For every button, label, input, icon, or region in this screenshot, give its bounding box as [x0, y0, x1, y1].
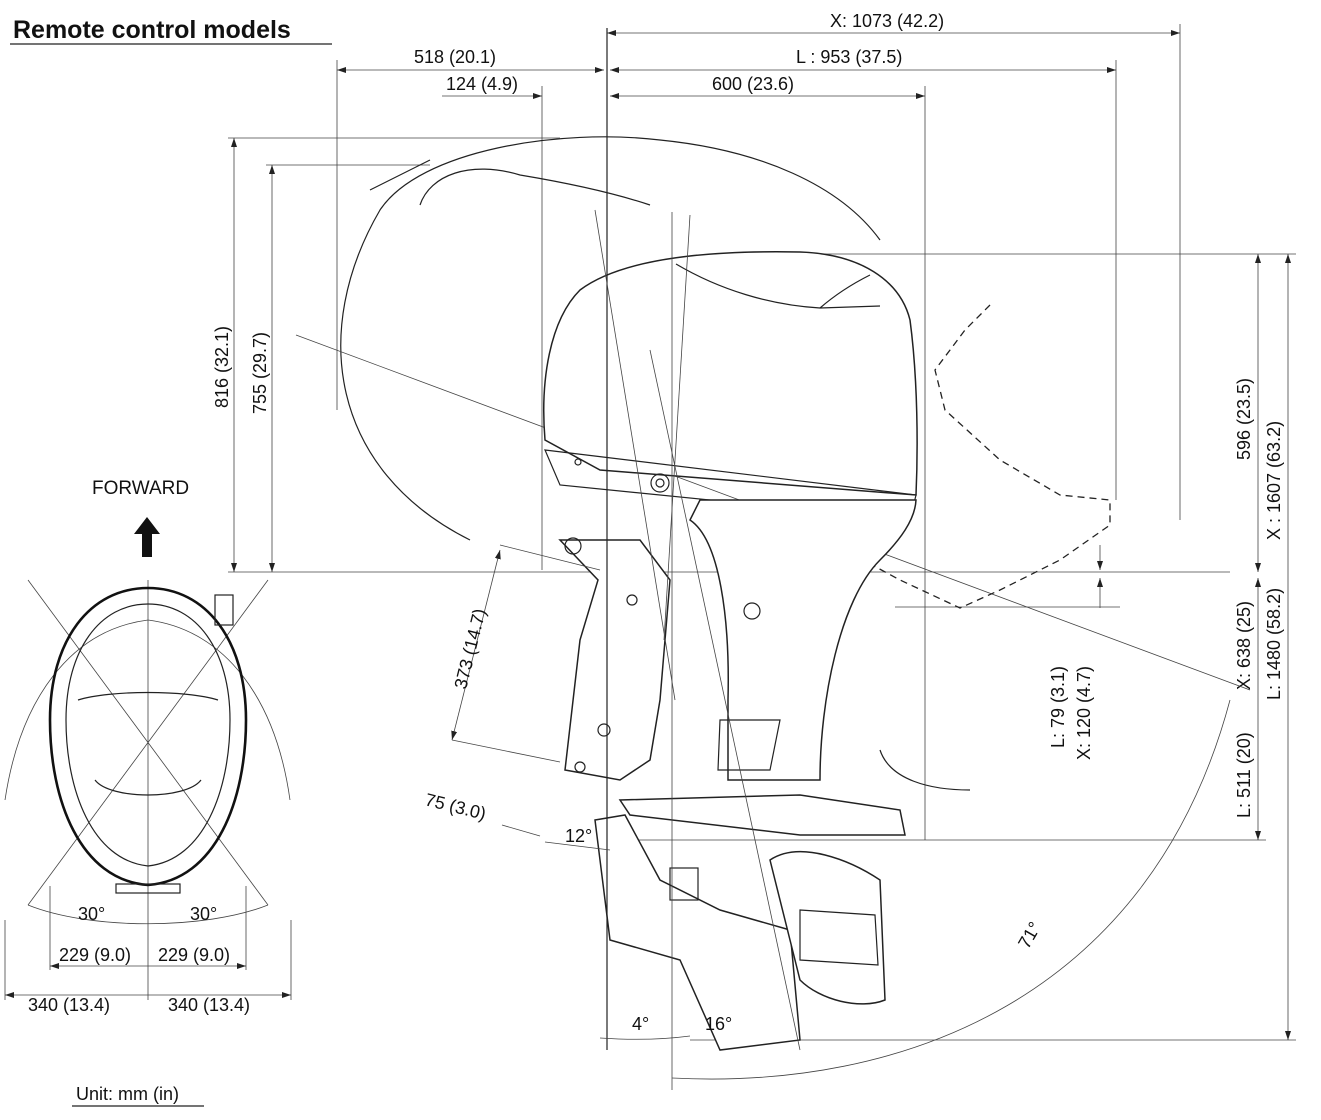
dim-top-l-length: L : 953 (37.5) [796, 47, 902, 67]
dim-transom-offset-x: X: 120 (4.7) [1074, 666, 1094, 760]
dim-front-length: 600 (23.6) [712, 74, 794, 94]
dim-total-height-x: X : 1607 (63.2) [1264, 421, 1284, 540]
unit-note: Unit: mm (in) [76, 1084, 179, 1104]
dim-steer-229-right: 229 (9.0) [158, 945, 230, 965]
dim-transom-offset-l: L: 79 (3.1) [1048, 666, 1068, 748]
dim-steer-340-right: 340 (13.4) [168, 995, 250, 1015]
page-title: Remote control models [13, 16, 291, 44]
dim-shaft-l: L: 1480 (58.2) [1264, 588, 1284, 700]
dim-rear-overhang: 518 (20.1) [414, 47, 496, 67]
dim-tilt-angle-16: 16° [705, 1014, 732, 1034]
clamp-bracket [558, 537, 671, 781]
dim-tilt-height-755: 755 (29.7) [250, 332, 270, 414]
top-view-engine [4, 579, 292, 1000]
dim-trim-angle-12: 12° [565, 826, 592, 846]
forward-arrow-icon [134, 517, 160, 557]
dim-tilt-height-816: 816 (32.1) [212, 326, 232, 408]
angle-reference-lines [451, 28, 1231, 1090]
dim-bracket-depth: 75 (3.0) [423, 789, 488, 823]
dim-mount-offset: 124 (4.9) [446, 74, 518, 94]
dim-steer-229-left: 229 (9.0) [59, 945, 131, 965]
dim-tilt-angle-4: 4° [632, 1014, 649, 1034]
gearcase [594, 794, 906, 1051]
dim-tilt-angle-71: 71° [1014, 918, 1045, 952]
top-dimensions [336, 24, 1181, 840]
tilt-dashed-outline [834, 304, 1111, 609]
dim-steer-angle-left: 30° [78, 904, 105, 924]
dim-steer-340-left: 340 (13.4) [28, 995, 110, 1015]
forward-label: FORWARD [92, 478, 189, 499]
dim-steer-angle-right: 30° [190, 904, 217, 924]
engine-cowling [543, 251, 918, 521]
engine-midsection [689, 499, 971, 791]
dim-shaft-x: X: 638 (25) [1234, 601, 1254, 690]
dim-cowling-height: 596 (23.5) [1234, 378, 1254, 460]
dim-top-x-length: X: 1073 (42.2) [830, 11, 944, 31]
dim-transom-l: L: 511 (20) [1234, 732, 1254, 818]
dim-bracket-height: 373 (14.7) [450, 607, 489, 691]
